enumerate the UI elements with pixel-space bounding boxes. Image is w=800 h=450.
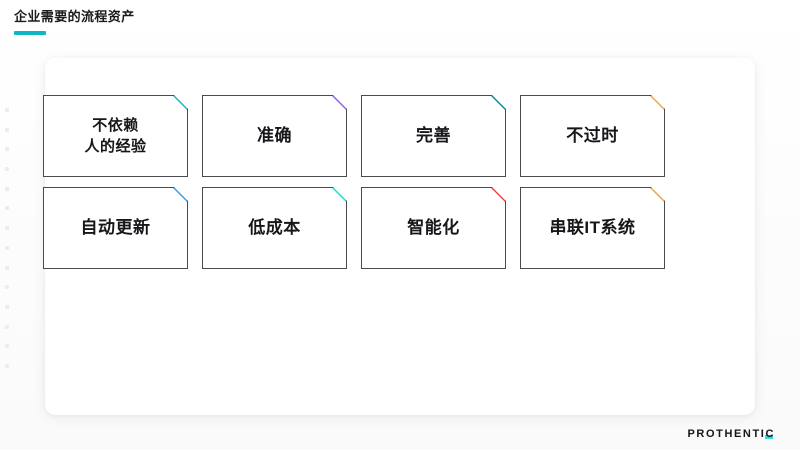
asset-card[interactable]: 串联IT系统 <box>520 187 665 269</box>
asset-card-label: 准确 <box>257 126 292 145</box>
rail-dot <box>5 108 9 112</box>
fold-flap <box>491 188 505 202</box>
asset-card[interactable]: 准确 <box>202 95 347 177</box>
rail-dot <box>5 127 9 132</box>
rail-dot <box>5 147 9 152</box>
folded-corner-icon <box>650 96 664 110</box>
fold-flap <box>173 96 187 110</box>
asset-card[interactable]: 智能化 <box>361 187 506 269</box>
asset-card-label: 自动更新 <box>80 218 151 237</box>
asset-card-label: 完善 <box>416 126 451 145</box>
asset-card[interactable]: 低成本 <box>202 187 347 269</box>
rail-dot <box>5 265 9 270</box>
fold-flap <box>332 96 346 110</box>
rail-dot <box>5 285 9 290</box>
fold-flap <box>650 188 664 202</box>
rail-dot <box>5 304 9 309</box>
rail-dot <box>5 167 9 172</box>
rail-dot <box>5 344 9 349</box>
process-asset-card-grid: 不依赖 人的经验 准确 完善 不过时 <box>43 95 667 269</box>
folded-corner-icon <box>491 96 505 110</box>
rail-dot <box>5 186 9 191</box>
asset-card[interactable]: 自动更新 <box>43 187 188 269</box>
fold-flap <box>332 188 346 202</box>
folded-corner-icon <box>491 188 505 202</box>
folded-corner-icon <box>650 188 664 202</box>
asset-card-label: 串联IT系统 <box>549 218 636 237</box>
asset-card[interactable]: 不依赖 人的经验 <box>43 95 188 177</box>
rail-dot <box>5 324 9 329</box>
asset-card-label: 低成本 <box>248 218 301 237</box>
fold-flap <box>173 188 187 202</box>
fold-flap <box>491 96 505 110</box>
folded-corner-icon <box>332 188 346 202</box>
rail-dot <box>5 226 9 231</box>
brand-name-main: PROTHENTI <box>687 428 766 440</box>
left-dot-rail <box>5 108 9 368</box>
rail-dot <box>5 206 9 211</box>
brand-name-accent: C <box>765 428 775 440</box>
rail-dot <box>5 245 9 250</box>
folded-corner-icon <box>173 188 187 202</box>
asset-card-label: 不依赖 人的经验 <box>84 117 147 155</box>
slide-title-block: 企业需要的流程资产 <box>14 9 135 35</box>
asset-card[interactable]: 完善 <box>361 95 506 177</box>
fold-flap <box>650 96 664 110</box>
folded-corner-icon <box>332 96 346 110</box>
asset-card-label: 不过时 <box>566 126 619 145</box>
title-accent-rule <box>14 31 46 35</box>
rail-dot <box>5 363 9 368</box>
asset-card[interactable]: 不过时 <box>520 95 665 177</box>
page-title: 企业需要的流程资产 <box>14 9 135 24</box>
folded-corner-icon <box>173 96 187 110</box>
asset-card-label: 智能化 <box>407 218 460 237</box>
